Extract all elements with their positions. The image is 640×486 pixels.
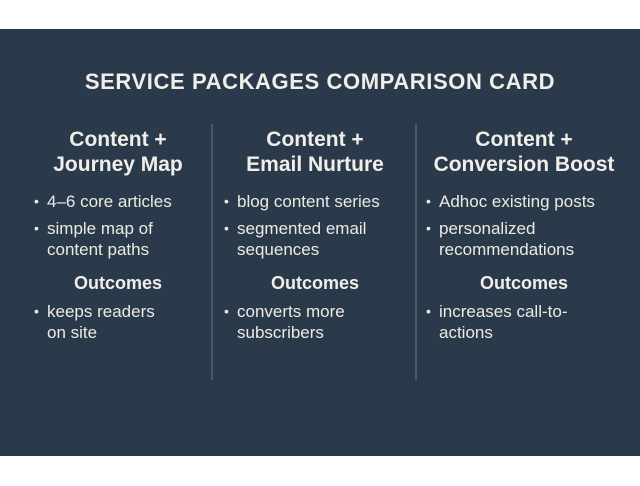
feature-list: blog content series segmented email sequ… — [224, 191, 406, 260]
package-heading: Content + Journey Map — [34, 127, 202, 177]
package-heading-line2: Journey Map — [53, 153, 183, 176]
feature-item: segmented email sequences — [224, 218, 389, 260]
outcomes-list: converts more subscribers — [224, 301, 406, 343]
feature-item: Adhoc existing posts — [426, 191, 622, 212]
package-heading-line1: Content + — [69, 128, 167, 151]
package-journey-map: Content + Journey Map 4–6 core articles … — [34, 127, 202, 349]
feature-list: 4–6 core articles simple map of content … — [34, 191, 202, 260]
outcomes-heading: Outcomes — [270, 273, 360, 293]
feature-item: simple map of content paths — [34, 218, 169, 260]
outcome-item: increases call-to-actions — [426, 301, 581, 343]
card-title: SERVICE PACKAGES COMPARISON CARD — [84, 69, 556, 94]
column-divider-1 — [211, 124, 213, 380]
outcomes-heading: Outcomes — [73, 273, 163, 293]
package-conversion-boost: Content + Conversion Boost Adhoc existin… — [426, 127, 622, 349]
package-heading: Content + Conversion Boost — [426, 127, 622, 177]
package-heading-line2: Email Nurture — [246, 153, 384, 176]
outcome-item: keeps readers on site — [34, 301, 174, 343]
package-email-nurture: Content + Email Nurture blog content ser… — [224, 127, 406, 349]
comparison-card: SERVICE PACKAGES COMPARISON CARD Content… — [0, 29, 640, 456]
feature-list: Adhoc existing posts personalized recomm… — [426, 191, 622, 260]
outcomes-heading: Outcomes — [479, 273, 569, 293]
outcome-item: converts more subscribers — [224, 301, 369, 343]
outcomes-list: increases call-to-actions — [426, 301, 622, 343]
feature-item: 4–6 core articles — [34, 191, 202, 212]
feature-item: personalized recommendations — [426, 218, 576, 260]
package-heading: Content + Email Nurture — [224, 127, 406, 177]
package-heading-line1: Content + — [475, 128, 573, 151]
feature-item: blog content series — [224, 191, 406, 212]
column-divider-2 — [415, 124, 417, 380]
package-heading-line2: Conversion Boost — [433, 153, 615, 176]
outcomes-list: keeps readers on site — [34, 301, 202, 343]
package-heading-line1: Content + — [266, 128, 364, 151]
